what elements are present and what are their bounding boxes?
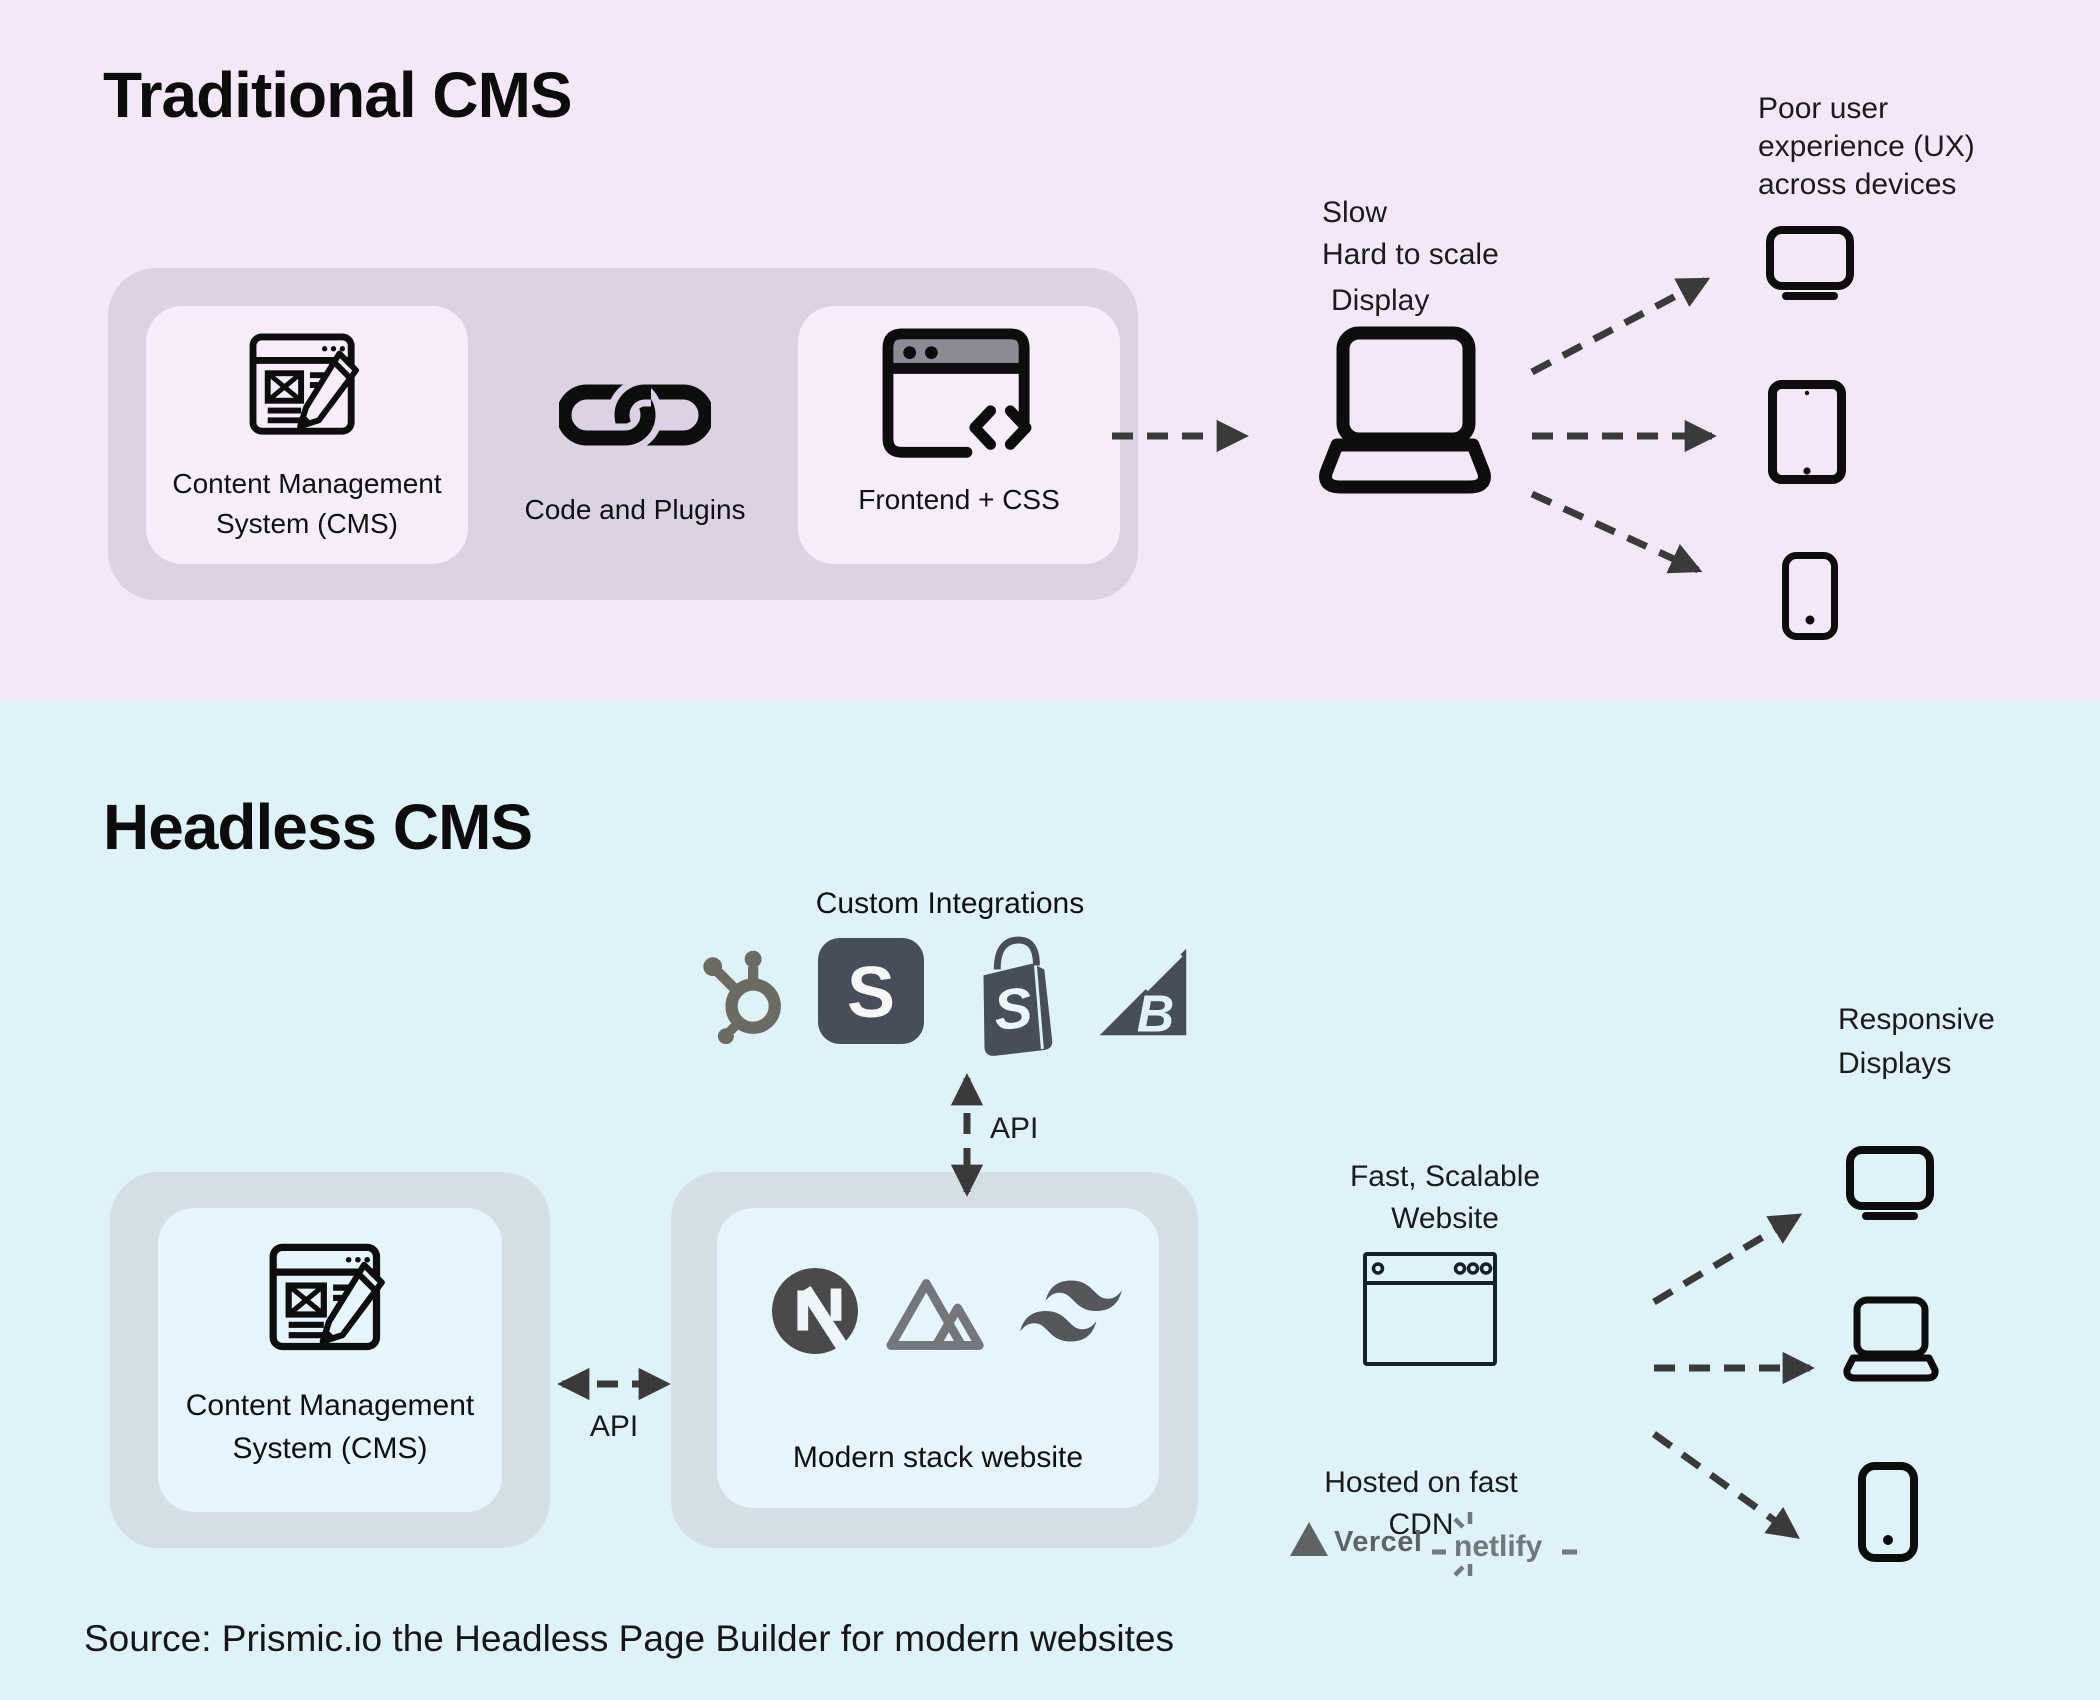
- tablet-icon: [1768, 380, 1846, 484]
- headless-outcome: Responsive Displays: [1838, 1003, 1995, 1080]
- shopify-letter: S: [991, 976, 1035, 1043]
- frontend-css-card-label: Frontend + CSS: [858, 484, 1060, 515]
- shopify-icon: S: [983, 936, 1053, 1056]
- nextjs-icon: [771, 1267, 859, 1355]
- monitor-icon: [1766, 226, 1854, 300]
- laptop-icon: [1843, 1296, 1939, 1382]
- browser-code-icon: [882, 328, 1032, 458]
- display-label: Display: [1331, 284, 1430, 317]
- display-note-scale: Hard to scale: [1322, 238, 1499, 271]
- bigcommerce-letter: B: [1137, 985, 1175, 1042]
- browser-window-icon: [1363, 1252, 1497, 1366]
- traditional-title: Traditional CMS: [103, 59, 573, 131]
- frontend-css-card: Frontend + CSS: [798, 306, 1120, 564]
- modern-stack-label: Modern stack website: [792, 1441, 1084, 1474]
- monitor-icon: [1846, 1146, 1934, 1220]
- cms-editor-icon: [249, 333, 360, 435]
- stripe-icon: S: [818, 938, 924, 1044]
- headless-cms-card-label: Content Management System (CMS): [185, 1389, 475, 1465]
- modern-stack-card: Modern stack website: [717, 1208, 1159, 1508]
- hubspot-icon: [703, 950, 781, 1044]
- bigcommerce-icon: B: [1099, 948, 1187, 1042]
- vercel-wordmark: Vercel: [1334, 1526, 1422, 1558]
- code-and-plugins-item: Code and Plugins: [494, 368, 776, 530]
- custom-integrations-label: Custom Integrations: [815, 887, 1085, 920]
- traditional-cms-card-label: Content Management System (CMS): [172, 468, 442, 539]
- nuxt-icon: [886, 1279, 984, 1350]
- headless-cms-card: Content Management System (CMS): [158, 1208, 502, 1512]
- traditional-cms-card: Content Management System (CMS): [146, 306, 468, 564]
- phone-icon: [1782, 552, 1838, 640]
- netlify-logo: netlify: [1432, 1512, 1577, 1577]
- api-horizontal-label: API: [589, 1410, 639, 1443]
- website-caption: Fast, Scalable Website: [1349, 1160, 1541, 1235]
- display-note-slow: Slow: [1322, 196, 1388, 229]
- vercel-logo: Vercel: [1290, 1522, 1422, 1558]
- phone-icon: [1858, 1462, 1918, 1562]
- cms-editor-icon: [269, 1243, 385, 1351]
- source-credit: Source: Prismic.io the Headless Page Bui…: [84, 1618, 1174, 1659]
- cdn-caption: Hosted on fast CDN: [1324, 1466, 1518, 1541]
- display-notes: Slow Hard to scale: [1322, 192, 1499, 276]
- api-vertical-label: API: [990, 1112, 1039, 1145]
- traditional-outcome: Poor user experience (UX) across devices: [1758, 92, 1975, 201]
- laptop-icon: [1319, 326, 1491, 494]
- stripe-letter: S: [847, 953, 895, 1033]
- headless-title: Headless CMS: [103, 791, 533, 863]
- netlify-wordmark: netlify: [1454, 1530, 1543, 1563]
- chain-link-icon: [559, 377, 711, 453]
- code-and-plugins-label: Code and Plugins: [524, 494, 746, 525]
- tailwind-icon: [1020, 1280, 1122, 1342]
